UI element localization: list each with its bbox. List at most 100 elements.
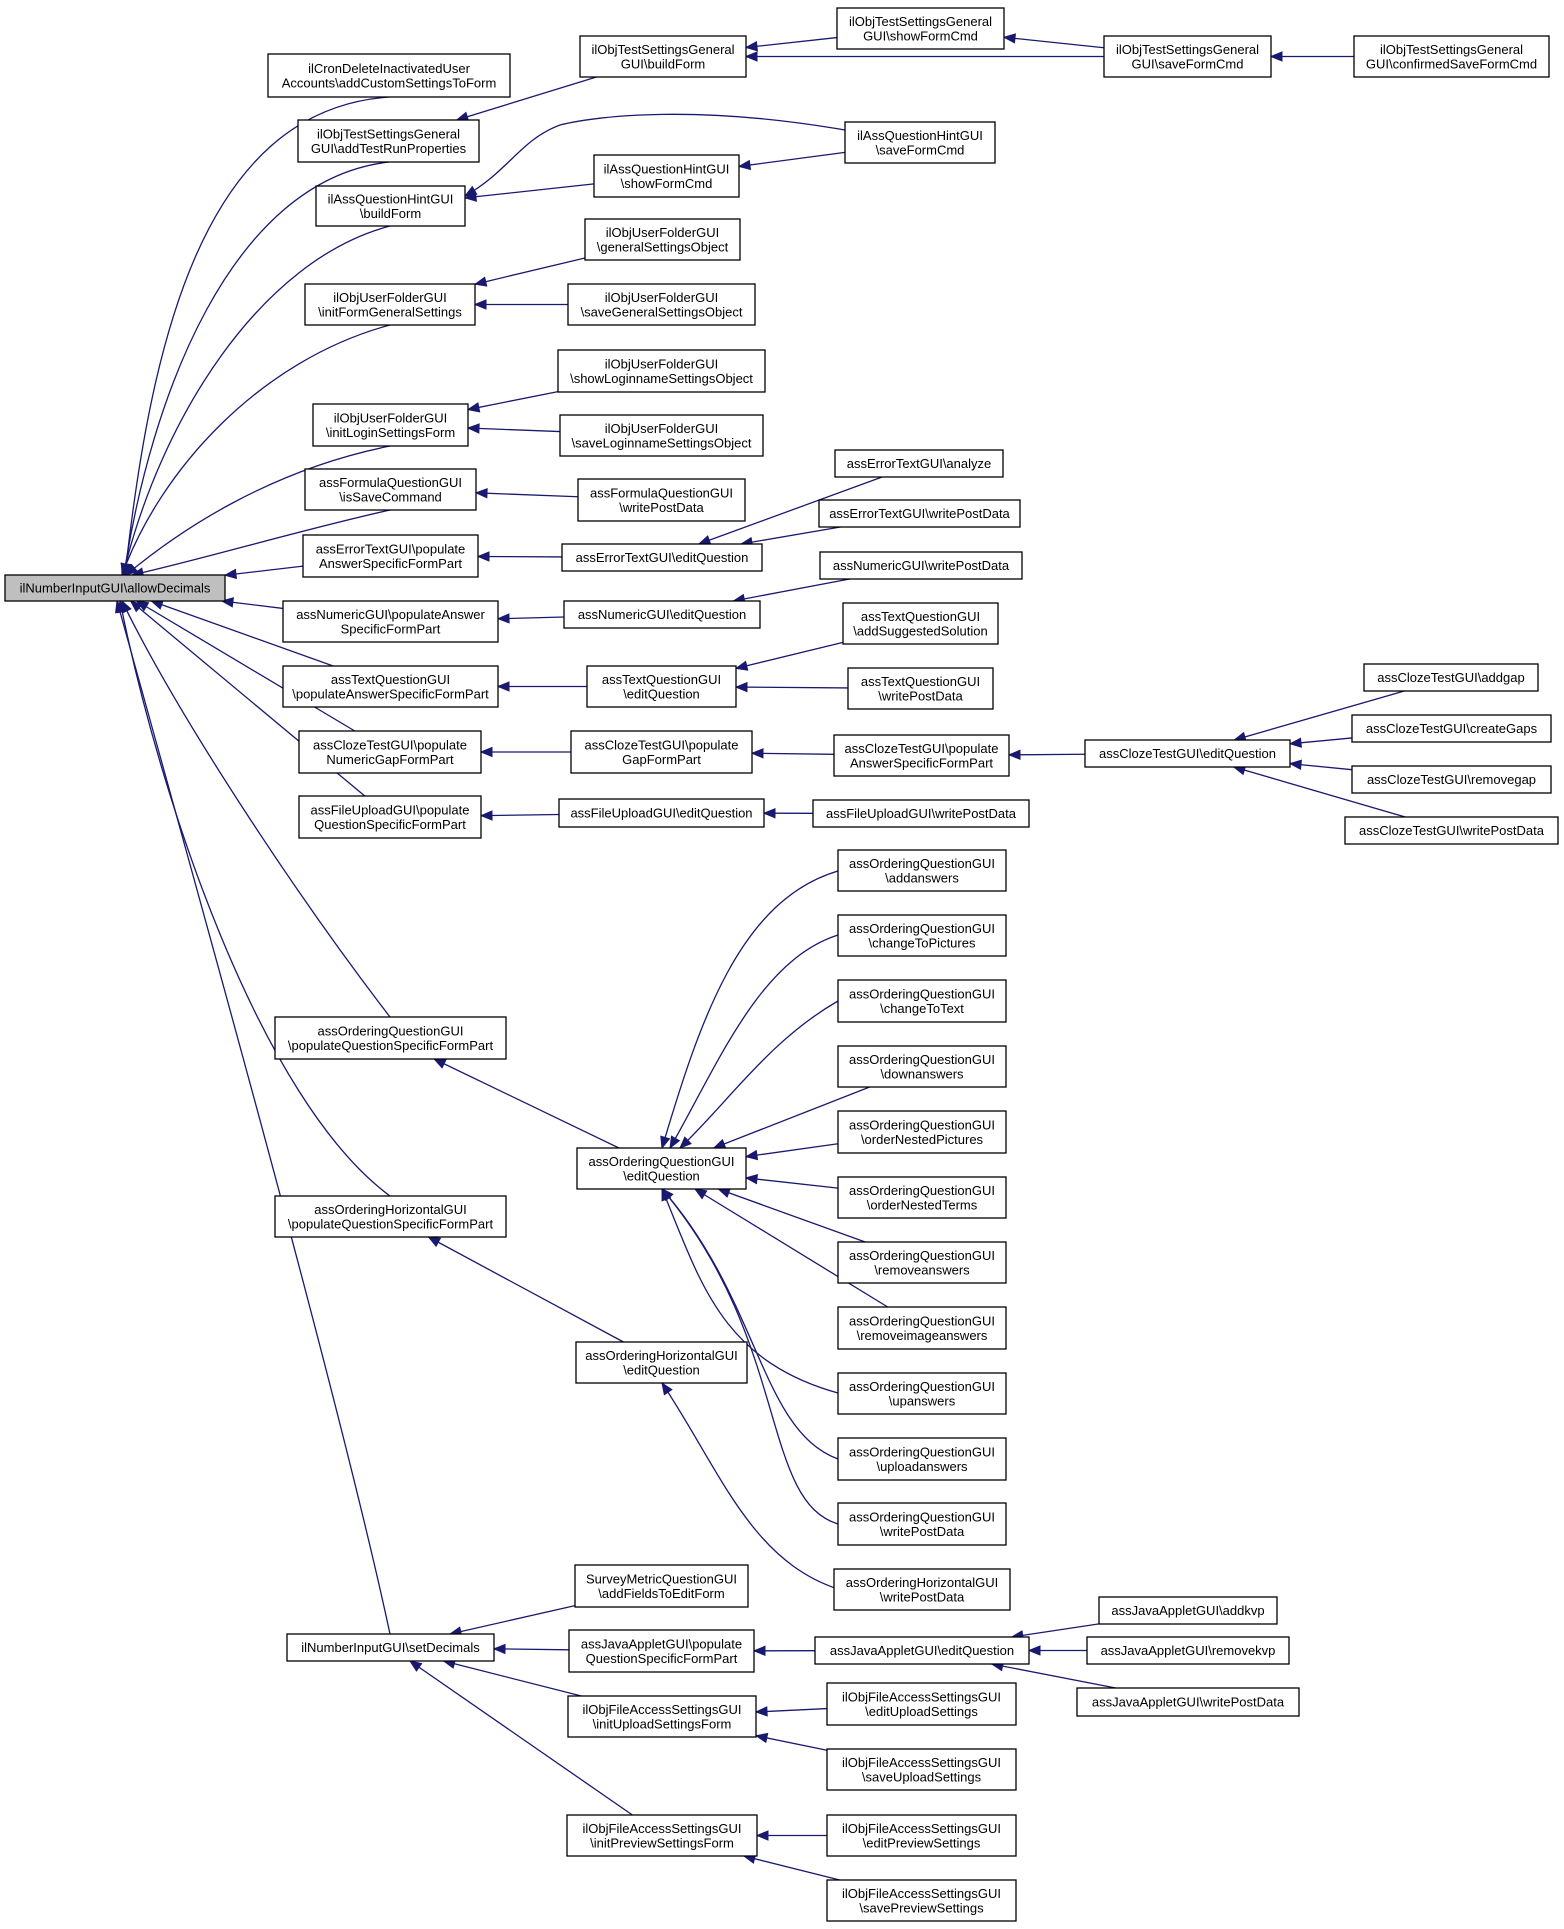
node-errWrite[interactable]: assErrorTextGUI\writePostData	[818, 499, 1021, 528]
edge-ordHEdit-to-ordHPop	[428, 1236, 624, 1343]
node-hintShow[interactable]: ilAssQuestionHintGUI\showFormCmd	[593, 154, 740, 198]
node-ufGenObj[interactable]: ilObjUserFolderGUI\generalSettingsObject	[584, 218, 741, 261]
node-tsAddRun[interactable]: ilObjTestSettingsGeneralGUI\addTestRunPr…	[297, 119, 480, 163]
node-javaRemKvp[interactable]: assJavaAppletGUI\removekvp	[1086, 1636, 1290, 1665]
node-cron[interactable]: ilCronDeleteInactivatedUserAccounts\addC…	[267, 53, 511, 98]
edge-clozeAddGap-to-clozeEdit	[1234, 690, 1405, 741]
node-javaPop[interactable]: assJavaAppletGUI\populateQuestionSpecifi…	[568, 1629, 755, 1673]
edge-hintSave-to-hintShow-arrowhead	[737, 159, 752, 171]
node-label-line: GUI\showFormCmd	[863, 28, 978, 43]
node-label-line: NumericGapFormPart	[326, 752, 454, 767]
node-ordHEdit[interactable]: assOrderingHorizontalGUI\editQuestion	[575, 1341, 748, 1384]
node-label-line: assFileUploadGUI\writePostData	[826, 806, 1017, 821]
edge-ordEdit-to-ordPop-arrowhead	[432, 1058, 447, 1069]
node-errEdit[interactable]: assErrorTextGUI\editQuestion	[561, 543, 763, 572]
node-filePop[interactable]: assFileUploadGUI\populateQuestionSpecifi…	[298, 795, 482, 839]
node-clozeNumPop[interactable]: assClozeTestGUI\populateNumericGapFormPa…	[298, 730, 482, 774]
node-ordWrite[interactable]: assOrderingQuestionGUI\writePostData	[837, 1502, 1007, 1546]
node-ordDown[interactable]: assOrderingQuestionGUI\downanswers	[837, 1045, 1007, 1088]
node-errPop[interactable]: assErrorTextGUI\populateAnswerSpecificFo…	[302, 534, 479, 578]
edge-ordChTxt-to-ordEdit-arrowhead	[679, 1136, 692, 1149]
edge-javaWrite-to-javaEdit	[991, 1663, 1116, 1689]
node-ordUp[interactable]: assOrderingQuestionGUI\upanswers	[837, 1372, 1007, 1415]
node-ufInitGen[interactable]: ilObjUserFolderGUI\initFormGeneralSettin…	[304, 283, 476, 326]
node-numWrite[interactable]: assNumericGUI\writePostData	[819, 551, 1023, 580]
node-numPop[interactable]: assNumericGUI\populateAnswerSpecificForm…	[282, 600, 499, 643]
node-label-line: assClozeTestGUI\editQuestion	[1099, 746, 1276, 761]
node-clozeWrite[interactable]: assClozeTestGUI\writePostData	[1344, 816, 1559, 845]
node-formulaIsSave[interactable]: assFormulaQuestionGUI\isSaveCommand	[304, 468, 477, 511]
node-clozeAnsPop[interactable]: assClozeTestGUI\populateAnswerSpecificFo…	[833, 734, 1010, 777]
edge-formulaWrite-to-formulaIsSave	[475, 492, 579, 498]
node-fileEdit[interactable]: assFileUploadGUI\editQuestion	[558, 798, 765, 828]
edge-ufShowLogin-to-ufInitLogin	[467, 390, 559, 411]
node-box	[576, 1147, 747, 1190]
node-setDec[interactable]: ilNumberInputGUI\setDecimals	[286, 1633, 495, 1662]
node-facEditUpload[interactable]: ilObjFileAccessSettingsGUI\editUploadSet…	[826, 1682, 1017, 1726]
node-box	[570, 730, 753, 774]
node-ordRemoveImg[interactable]: assOrderingQuestionGUI\removeimageanswer…	[837, 1306, 1007, 1350]
node-textWrite[interactable]: assTextQuestionGUI\writePostData	[847, 667, 994, 710]
node-facSaveUpload[interactable]: ilObjFileAccessSettingsGUI\saveUploadSet…	[826, 1748, 1017, 1791]
node-surveyAdd[interactable]: SurveyMetricQuestionGUI\addFieldsToEditF…	[574, 1564, 749, 1608]
node-label-line: \addanswers	[885, 870, 959, 885]
node-textEdit[interactable]: assTextQuestionGUI\editQuestion	[586, 665, 737, 708]
node-label-line: \addFieldsToEditForm	[598, 1586, 724, 1601]
node-ordAdd[interactable]: assOrderingQuestionGUI\addanswers	[837, 849, 1007, 892]
node-box	[837, 1502, 1007, 1546]
node-ordHWrite[interactable]: assOrderingHorizontalGUI\writePostData	[833, 1568, 1011, 1611]
node-box	[837, 849, 1007, 892]
edge-hintShow-to-hintBuild-arrowhead	[463, 191, 477, 202]
node-box	[837, 914, 1007, 957]
node-label-line: assOrderingQuestionGUI	[849, 1117, 995, 1132]
node-label-line: ilObjUserFolderGUI	[605, 421, 718, 436]
node-ordHPop[interactable]: assOrderingHorizontalGUI\populateQuestio…	[274, 1195, 507, 1238]
node-numEdit[interactable]: assNumericGUI\editQuestion	[563, 600, 761, 629]
node-box	[286, 1633, 495, 1662]
node-ordPop[interactable]: assOrderingQuestionGUI\populateQuestionS…	[274, 1016, 507, 1060]
edge-tsConfirm-to-tsSave-arrowhead	[1269, 51, 1283, 62]
node-facEditPreview[interactable]: ilObjFileAccessSettingsGUI\editPreviewSe…	[826, 1814, 1017, 1857]
node-ordUpload[interactable]: assOrderingQuestionGUI\uploadanswers	[837, 1437, 1007, 1481]
node-ufInitLogin[interactable]: ilObjUserFolderGUI\initLoginSettingsForm	[312, 403, 469, 447]
node-javaEdit[interactable]: assJavaAppletGUI\editQuestion	[814, 1636, 1030, 1665]
node-clozeCreate[interactable]: assClozeTestGUI\createGaps	[1351, 714, 1552, 743]
node-ordNestTerm[interactable]: assOrderingQuestionGUI\orderNestedTerms	[837, 1176, 1007, 1219]
edge-ufInitLogin-to-root	[125, 445, 391, 576]
node-label-line: assOrderingQuestionGUI	[849, 921, 995, 936]
node-formulaWrite[interactable]: assFormulaQuestionGUI\writePostData	[577, 478, 746, 522]
node-javaWrite[interactable]: assJavaAppletGUI\writePostData	[1076, 1687, 1300, 1717]
node-ufShowLogin[interactable]: ilObjUserFolderGUI\showLoginnameSettings…	[557, 349, 766, 393]
node-clozeAddGap[interactable]: assClozeTestGUI\addgap	[1363, 663, 1539, 692]
node-tsConfirm[interactable]: ilObjTestSettingsGeneralGUI\confirmedSav…	[1353, 35, 1550, 78]
node-hintSave[interactable]: ilAssQuestionHintGUI\saveFormCmd	[844, 121, 996, 164]
node-ufSaveLogin[interactable]: ilObjUserFolderGUI\saveLoginnameSettings…	[559, 414, 764, 457]
edge-textWrite-to-textEdit	[735, 686, 849, 689]
node-label-line: \editPreviewSettings	[863, 1835, 981, 1850]
node-clozeRemGap[interactable]: assClozeTestGUI\removegap	[1351, 765, 1552, 794]
node-textAddSugg[interactable]: assTextQuestionGUI\addSuggestedSolution	[842, 602, 999, 645]
node-ordRemove[interactable]: assOrderingQuestionGUI\removeanswers	[837, 1241, 1007, 1284]
node-errAnalyze[interactable]: assErrorTextGUI\analyze	[834, 449, 1004, 478]
node-label-line: \showFormCmd	[621, 176, 713, 191]
node-ordChTxt[interactable]: assOrderingQuestionGUI\changeToText	[837, 979, 1007, 1023]
node-box	[566, 1814, 758, 1857]
node-root[interactable]: ilNumberInputGUI\allowDecimals	[4, 574, 226, 602]
node-textPop[interactable]: assTextQuestionGUI\populateAnswerSpecifi…	[282, 665, 499, 708]
node-facSavePreview[interactable]: ilObjFileAccessSettingsGUI\savePreviewSe…	[826, 1879, 1017, 1922]
node-ordChPic[interactable]: assOrderingQuestionGUI\changeToPictures	[837, 914, 1007, 957]
node-fileWrite[interactable]: assFileUploadGUI\writePostData	[812, 799, 1030, 828]
node-ordEdit[interactable]: assOrderingQuestionGUI\editQuestion	[576, 1147, 747, 1190]
node-ordNestPic[interactable]: assOrderingQuestionGUI\orderNestedPictur…	[837, 1110, 1007, 1154]
node-facInitUpload[interactable]: ilObjFileAccessSettingsGUI\initUploadSet…	[567, 1695, 757, 1738]
node-javaAddKvp[interactable]: assJavaAppletGUI\addkvp	[1098, 1596, 1278, 1625]
node-clozeEdit[interactable]: assClozeTestGUI\editQuestion	[1084, 739, 1291, 768]
edge-ordHWrite-to-ordHEdit	[661, 1382, 839, 1590]
node-facInitPreview[interactable]: ilObjFileAccessSettingsGUI\initPreviewSe…	[566, 1814, 758, 1857]
node-ufSaveGen[interactable]: ilObjUserFolderGUI\saveGeneralSettingsOb…	[567, 283, 756, 326]
node-hintBuild[interactable]: ilAssQuestionHintGUI\buildForm	[315, 185, 466, 227]
